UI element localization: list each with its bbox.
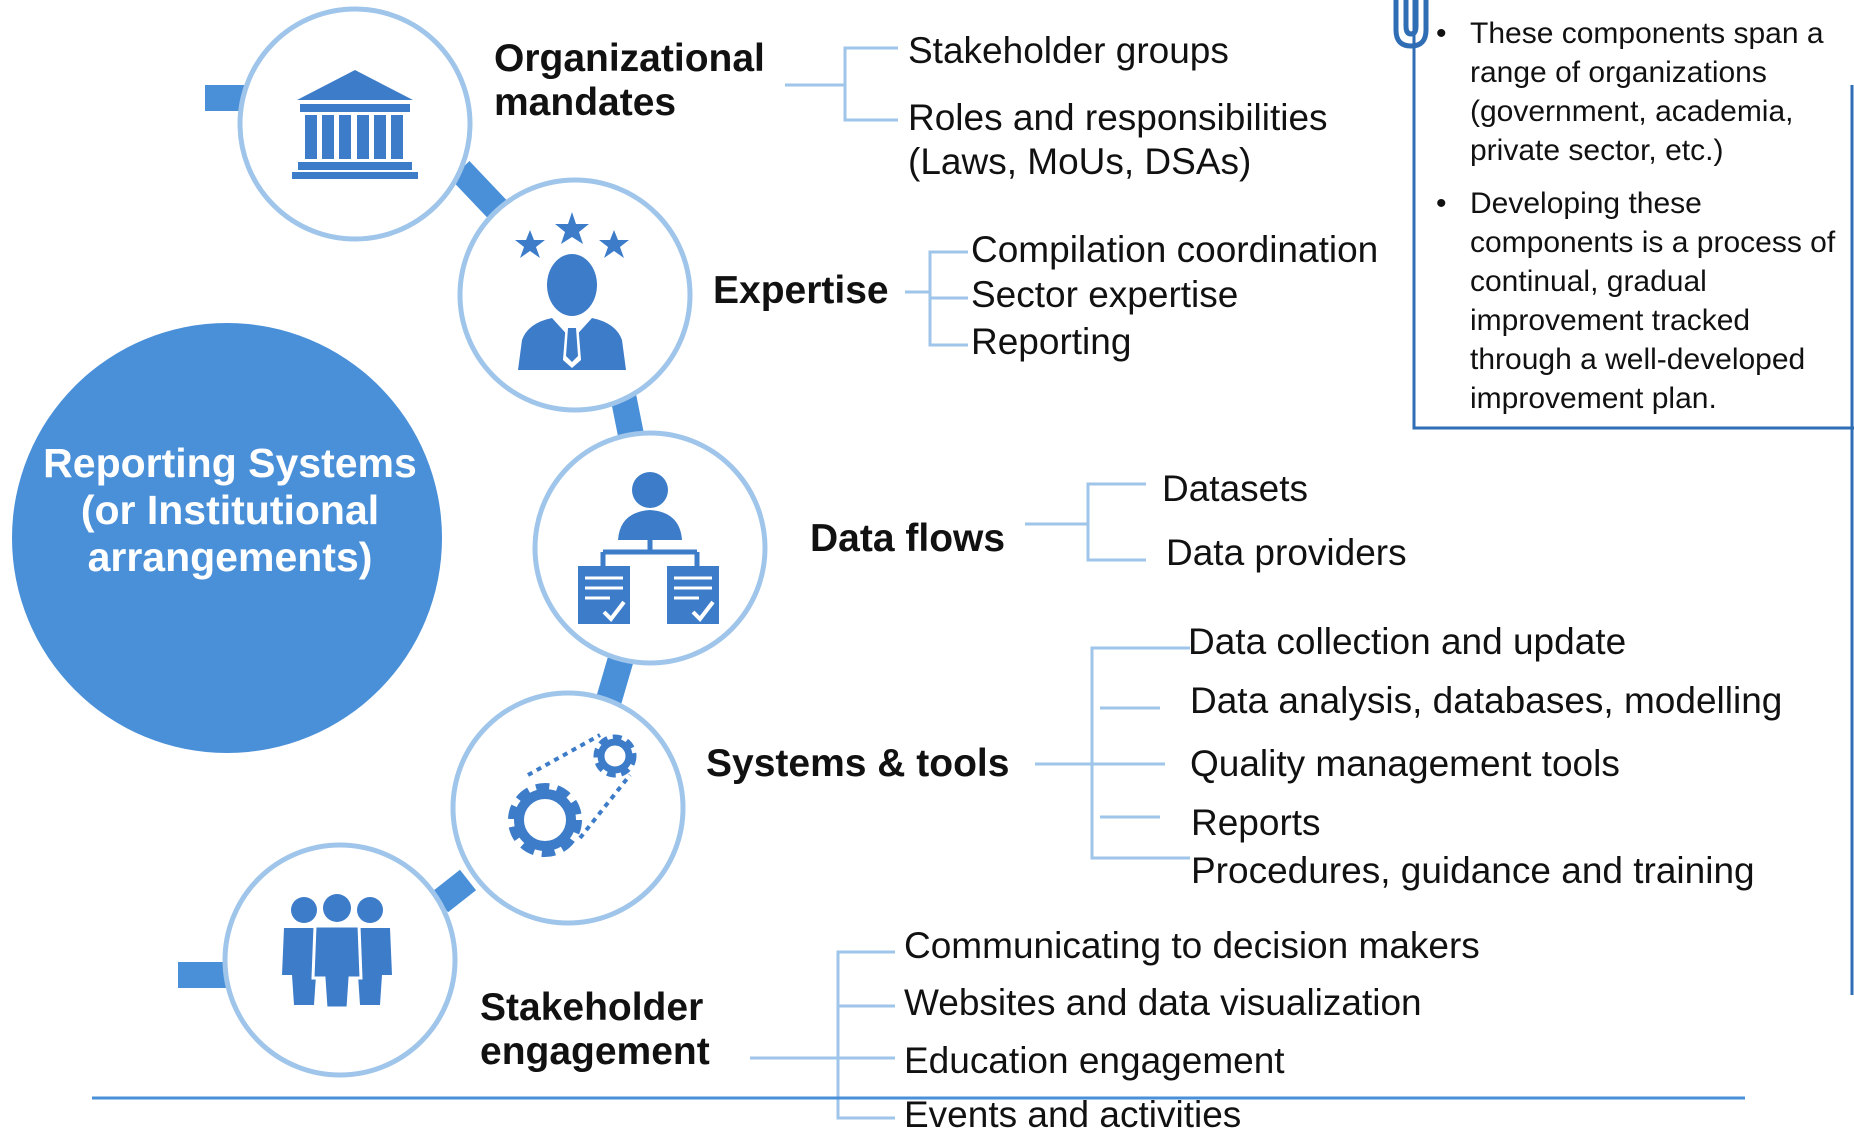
item-procedures: Procedures, guidance and training [1191,850,1755,891]
heading-expertise: Expertise [713,269,889,312]
heading-systems-tools: Systems & tools [706,742,1010,785]
bullet-dot: • [1436,17,1447,50]
people-icon [282,894,392,1010]
heading-data-flows: Data flows [810,517,1006,560]
bullet-dot: • [1436,187,1447,220]
connectors [750,46,1190,1120]
item-quality-management: Quality management tools [1190,743,1620,784]
note-bullets: •These components span a range of organi… [1412,14,1854,418]
data-flow-icon [578,472,719,624]
paperclip-icon [1393,0,1429,49]
item-datasets: Datasets [1162,468,1309,509]
item-websites: Websites and data visualization [904,982,1422,1023]
item-compilation-coordination: Compilation coordination [971,229,1379,270]
item-data-providers: Data providers [1166,532,1407,573]
item-events: Events and activities [904,1094,1242,1135]
gears-icon [508,733,637,857]
item-data-collection: Data collection and update [1188,621,1627,662]
item-roles-responsibilities: Roles and responsibilities (Laws, MoUs, … [908,97,1328,182]
item-education: Education engagement [904,1040,1285,1081]
expert-icon [515,212,629,370]
center-label: Reporting Systems (or Institutional arra… [43,440,417,580]
item-data-analysis: Data analysis, databases, modelling [1190,680,1783,721]
note-box [1412,0,1854,995]
item-stakeholder-groups: Stakeholder groups [908,30,1229,71]
item-reports: Reports [1191,802,1321,843]
item-sector-expertise: Sector expertise [971,274,1239,315]
note-bullet: •Developing these components is a proces… [1412,184,1850,418]
note-panel: •These components span a range of organi… [1412,0,1854,428]
note-bullet: •These components span a range of organi… [1412,14,1850,170]
center-circle [12,323,442,753]
item-reporting: Reporting [971,321,1132,362]
institution-icon [292,70,418,179]
ring-mandates [237,6,473,242]
heading-stakeholder-engagement: Stakeholder engagement [480,986,710,1073]
heading-organizational-mandates: Organizational mandates [494,37,765,124]
item-communicating: Communicating to decision makers [904,925,1480,966]
